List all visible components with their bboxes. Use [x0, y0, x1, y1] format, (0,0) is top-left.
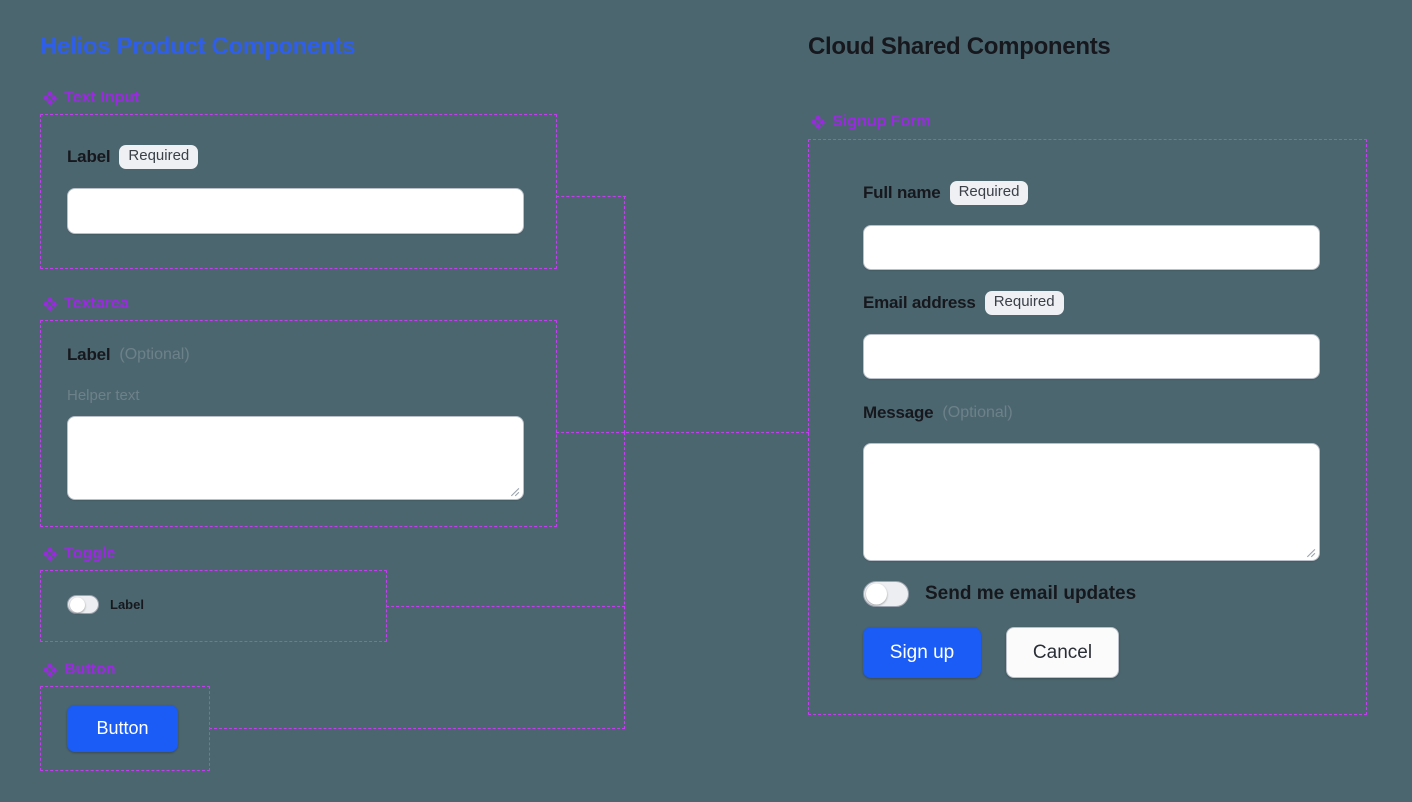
full-name-input[interactable] [863, 225, 1320, 270]
diamond-cluster-icon [43, 91, 57, 105]
section-label-text: Button [64, 661, 116, 678]
frame-textarea [40, 320, 557, 527]
cancel-button[interactable]: Cancel [1006, 627, 1119, 678]
message-label: Message [863, 403, 934, 422]
section-label-text: Toggle [64, 545, 116, 562]
message-textarea[interactable] [863, 443, 1320, 561]
full-name-label-row: Full name Required [863, 181, 1029, 205]
frame-signup-form [808, 139, 1367, 715]
email-label: Email address [863, 292, 976, 312]
frame-toggle [40, 570, 387, 642]
text-input-required-badge: Required [119, 145, 199, 169]
connector-button-horizontal [209, 728, 625, 729]
connector-text-input-horizontal [556, 196, 626, 197]
text-input-field[interactable] [67, 188, 524, 234]
section-label-text-input: Text Input [43, 89, 139, 107]
resize-grip-icon [1306, 548, 1316, 558]
diamond-cluster-icon [43, 547, 57, 561]
section-label-toggle: Toggle [43, 545, 115, 563]
section-label-text: Signup Form [832, 113, 931, 130]
section-label-text: Textarea [64, 295, 129, 312]
section-label-button: Button [43, 661, 116, 679]
section-label-textarea: Textarea [43, 295, 129, 313]
toggle-row[interactable]: Label [67, 595, 144, 614]
right-column-title: Cloud Shared Components [808, 33, 1111, 60]
textarea-optional-tag: (Optional) [119, 346, 190, 363]
textarea-field[interactable] [67, 416, 524, 500]
text-input-label: Label [67, 146, 111, 166]
email-updates-knob [866, 583, 887, 605]
connector-toggle-horizontal [386, 606, 625, 607]
section-label-text: Text Input [64, 89, 140, 106]
message-optional-tag: (Optional) [942, 404, 1013, 421]
diamond-cluster-icon [811, 115, 825, 129]
email-updates-toggle-row[interactable]: Send me email updates [863, 581, 1136, 607]
demo-button[interactable]: Button [67, 705, 178, 752]
textarea-label-row: Label (Optional) [67, 345, 190, 365]
frame-text-input [40, 114, 557, 269]
connector-textarea-horizontal [556, 432, 809, 433]
email-updates-label: Send me email updates [925, 583, 1137, 604]
full-name-label: Full name [863, 182, 941, 202]
toggle-label: Label [110, 597, 144, 612]
email-label-row: Email address Required [863, 291, 1064, 315]
connector-trunk-vertical-upper [624, 196, 625, 433]
text-input-label-row: Label Required [67, 145, 199, 169]
sign-up-button[interactable]: Sign up [863, 627, 981, 678]
frame-button [40, 686, 210, 771]
connector-trunk-vertical-lower [624, 432, 625, 729]
toggle-knob [70, 597, 85, 612]
message-label-row: Message (Optional) [863, 403, 1013, 423]
diamond-cluster-icon [43, 663, 57, 677]
textarea-helper-text: Helper text [67, 387, 140, 404]
email-input[interactable] [863, 334, 1320, 379]
toggle-switch[interactable] [67, 595, 99, 614]
section-label-signup-form: Signup Form [811, 113, 931, 131]
textarea-label: Label [67, 345, 111, 364]
email-updates-switch[interactable] [863, 581, 909, 607]
resize-grip-icon [510, 487, 520, 497]
full-name-required-badge: Required [949, 181, 1029, 205]
diamond-cluster-icon [43, 297, 57, 311]
left-column-title: Helios Product Components [40, 33, 356, 60]
email-required-badge: Required [984, 291, 1064, 315]
